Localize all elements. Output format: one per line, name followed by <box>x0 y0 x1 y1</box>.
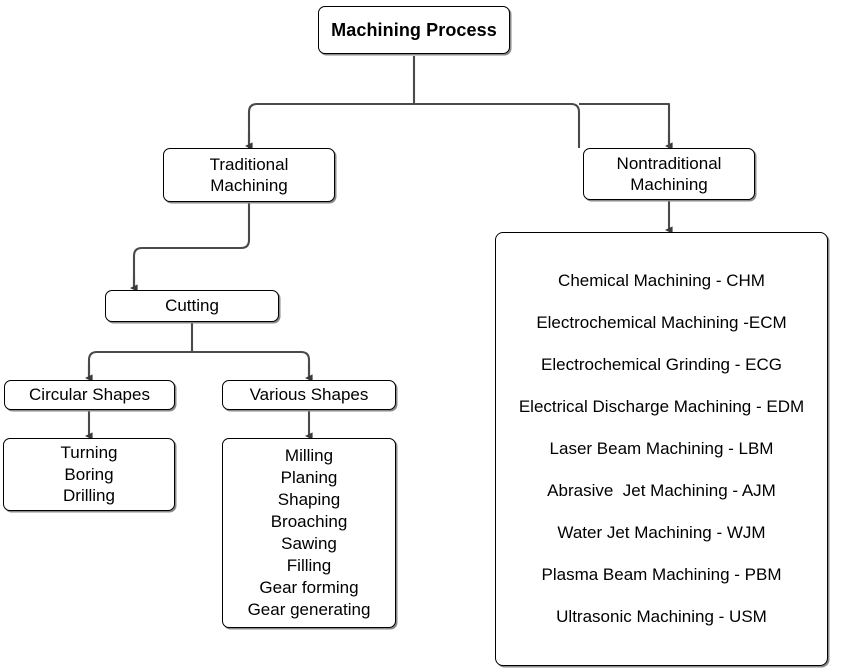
node-label-circular-shapes: Circular Shapes <box>29 385 150 405</box>
list-item: Electrochemical Grinding - ECG <box>541 354 782 374</box>
list-item: Milling <box>284 446 334 466</box>
list-item: Abrasive Jet Machining - AJM <box>547 480 776 500</box>
list-item: Laser Beam Machining - LBM <box>549 438 774 458</box>
node-label-nontraditional-line2: Machining <box>630 175 708 194</box>
list-item: Electrical Discharge Machining - EDM <box>518 396 805 416</box>
list-item: Electrochemical Machining -ECM <box>536 312 787 332</box>
node-label-various-shapes: Various Shapes <box>249 385 369 405</box>
list-item: Plasma Beam Machining - PBM <box>541 564 782 584</box>
node-nontraditional-machining[interactable]: Nontraditional Machining <box>583 148 755 200</box>
node-cutting[interactable]: Cutting <box>105 290 279 322</box>
node-various-process-list[interactable]: Milling Planing Shaping Broaching Sawing… <box>222 438 396 628</box>
node-label-root: Machining Process <box>331 19 497 40</box>
connector-cutting-split <box>87 350 311 378</box>
list-item: Turning <box>60 442 118 462</box>
node-label-nontraditional-line1: Nontraditional <box>616 153 722 173</box>
node-nontraditional-process-panel[interactable]: Chemical Machining - CHM Electrochemical… <box>495 232 828 666</box>
node-various-shapes[interactable]: Various Shapes <box>222 380 396 410</box>
node-circular-shapes[interactable]: Circular Shapes <box>4 380 175 410</box>
list-item: Water Jet Machining - WJM <box>557 522 766 542</box>
list-item: Drilling <box>63 486 115 506</box>
list-item: Ultrasonic Machining - USM <box>556 606 767 626</box>
list-item: Chemical Machining - CHM <box>558 270 765 290</box>
list-item: Gear generating <box>247 599 371 619</box>
list-item: Sawing <box>281 534 337 553</box>
node-label-traditional-line2: Machining <box>210 176 288 195</box>
node-label-cutting: Cutting <box>165 296 219 316</box>
connector-root-to-nontraditional <box>579 102 671 148</box>
node-circular-process-list[interactable]: Turning Boring Drilling <box>3 438 175 511</box>
list-item: Shaping <box>277 490 341 510</box>
list-item: Broaching <box>270 512 348 532</box>
connector-root-split <box>247 102 581 148</box>
node-traditional-machining[interactable]: Traditional Machining <box>163 148 335 202</box>
connector-traditional-to-cutting <box>132 202 251 288</box>
list-item: Boring <box>64 464 114 484</box>
list-item: Gear forming <box>259 577 359 597</box>
list-item: Filling <box>286 555 332 575</box>
list-item: Planing <box>280 468 338 488</box>
node-label-traditional-line1: Traditional <box>209 154 289 174</box>
node-machining-process[interactable]: Machining Process <box>318 6 510 54</box>
